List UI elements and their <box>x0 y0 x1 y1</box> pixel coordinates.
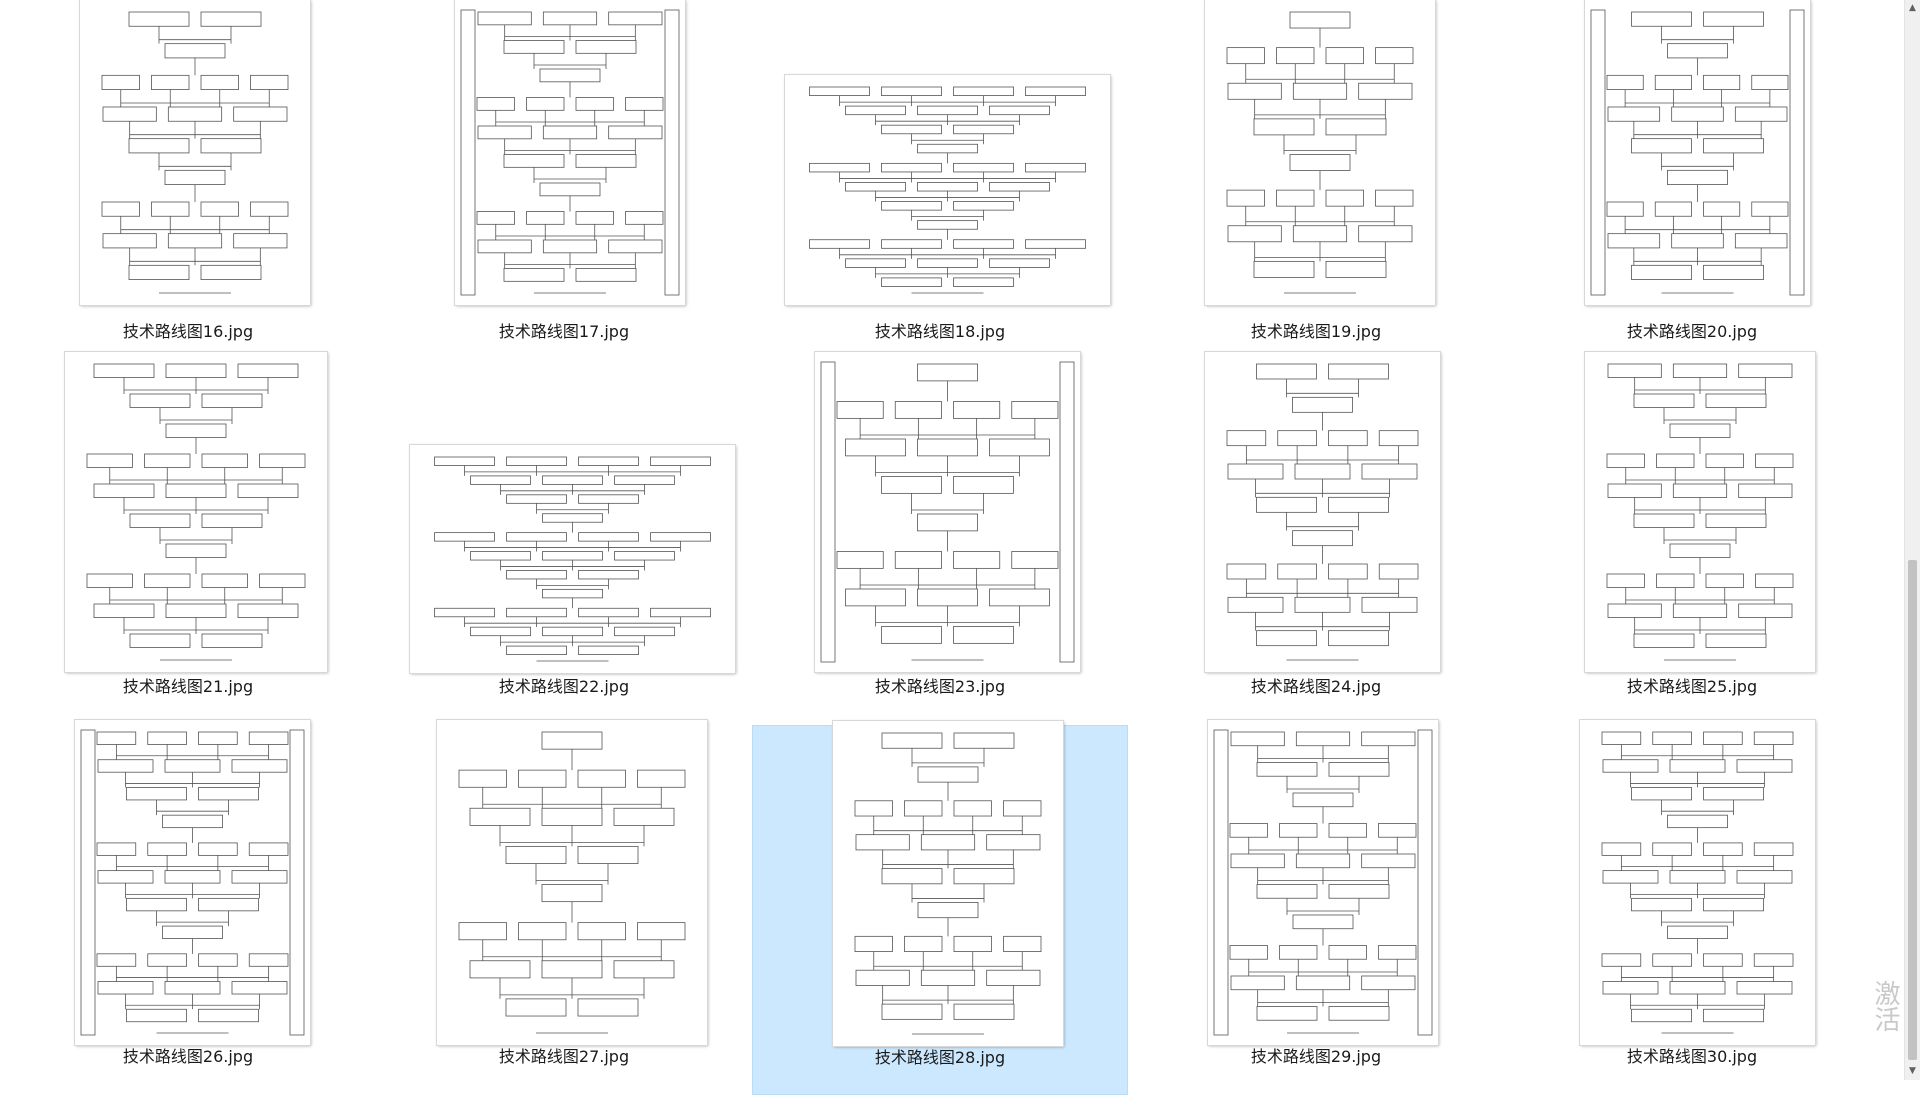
file-tile[interactable]: 技术路线图21.jpg <box>0 351 376 725</box>
file-name-label[interactable]: 技术路线图20.jpg <box>1626 322 1758 341</box>
diagram-preview <box>1590 9 1805 296</box>
diagram-preview <box>1601 731 1794 1034</box>
image-thumbnail[interactable] <box>1579 719 1816 1046</box>
image-thumbnail[interactable] <box>64 351 328 673</box>
diagram-preview <box>1226 363 1419 661</box>
image-thumbnail[interactable] <box>1204 0 1436 306</box>
file-name-label[interactable]: 技术路线图24.jpg <box>1250 677 1382 696</box>
diagram-preview <box>434 456 711 662</box>
image-thumbnail[interactable] <box>79 0 311 306</box>
thumbnail-area <box>0 719 376 1046</box>
thumbnail-area <box>1504 0 1880 312</box>
file-tile[interactable]: 技术路线图20.jpg <box>1504 0 1880 370</box>
diagram-preview <box>80 729 305 1036</box>
file-name-label[interactable]: 技术路线图23.jpg <box>874 677 1006 696</box>
file-name-label[interactable]: 技术路线图25.jpg <box>1626 677 1758 696</box>
thumbnail-area <box>1504 351 1880 673</box>
image-thumbnail[interactable] <box>784 74 1111 306</box>
diagram-preview <box>86 363 306 661</box>
file-name-label[interactable]: 技术路线图22.jpg <box>498 677 630 696</box>
file-tile[interactable]: 技术路线图16.jpg <box>0 0 376 370</box>
file-name-label[interactable]: 技术路线图18.jpg <box>874 322 1006 341</box>
image-thumbnail[interactable] <box>1207 719 1439 1046</box>
image-thumbnail[interactable] <box>74 719 311 1046</box>
scrollbar-thumb[interactable] <box>1908 560 1917 1060</box>
file-tile[interactable]: 技术路线图30.jpg <box>1504 719 1880 1095</box>
file-name-label[interactable]: 技术路线图19.jpg <box>1250 322 1382 341</box>
thumbnail-area <box>1128 351 1504 673</box>
diagram-preview <box>1226 11 1414 294</box>
image-thumbnail[interactable] <box>1584 351 1816 673</box>
file-tile[interactable]: 技术路线图29.jpg <box>1128 719 1504 1095</box>
thumbnail-area <box>0 0 376 312</box>
file-name-label[interactable]: 技术路线图21.jpg <box>122 677 254 696</box>
image-thumbnail[interactable] <box>1204 351 1441 673</box>
image-thumbnail[interactable] <box>832 720 1064 1047</box>
file-name-label[interactable]: 技术路线图27.jpg <box>498 1047 630 1066</box>
file-tile[interactable]: 技术路线图17.jpg <box>376 0 752 370</box>
diagram-preview <box>101 11 289 294</box>
thumbnail-area <box>753 720 1127 1047</box>
chevron-down-icon[interactable]: ▼ <box>1909 1066 1916 1076</box>
diagram-preview <box>458 731 686 1034</box>
file-tile[interactable]: 技术路线图24.jpg <box>1128 351 1504 725</box>
image-thumbnail[interactable] <box>409 444 736 674</box>
file-thumbnail-grid: 技术路线图16.jpg 技术路线图17.jpg 技术路线图18.jpg 技术路线图19… <box>0 0 1880 1095</box>
file-tile[interactable]: 技术路线图22.jpg <box>376 355 752 725</box>
thumbnail-area <box>752 351 1128 673</box>
thumbnail-area <box>376 355 752 674</box>
thumbnail-area <box>752 0 1128 312</box>
thumbnail-area <box>1128 0 1504 312</box>
file-tile[interactable]: 技术路线图26.jpg <box>0 719 376 1095</box>
file-tile[interactable]: 技术路线图25.jpg <box>1504 351 1880 725</box>
file-tile[interactable]: 技术路线图18.jpg <box>752 0 1128 370</box>
image-thumbnail[interactable] <box>454 0 686 306</box>
file-name-label[interactable]: 技术路线图29.jpg <box>1250 1047 1382 1066</box>
thumbnail-area <box>1128 719 1504 1046</box>
thumbnail-area <box>376 719 752 1046</box>
thumbnail-area <box>1504 719 1880 1046</box>
file-name-label[interactable]: 技术路线图30.jpg <box>1626 1047 1758 1066</box>
diagram-preview <box>854 732 1042 1035</box>
file-name-label[interactable]: 技术路线图28.jpg <box>874 1048 1006 1067</box>
diagram-preview <box>460 9 680 296</box>
file-name-label[interactable]: 技术路线图16.jpg <box>122 322 254 341</box>
image-thumbnail[interactable] <box>1584 0 1811 306</box>
thumbnail-area <box>376 0 752 312</box>
activation-watermark: 激活 <box>1870 980 1900 1032</box>
diagram-preview <box>820 361 1075 663</box>
diagram-preview <box>1213 729 1433 1036</box>
image-thumbnail[interactable] <box>814 351 1081 673</box>
file-tile[interactable]: 技术路线图19.jpg <box>1128 0 1504 370</box>
file-tile[interactable]: 技术路线图23.jpg <box>752 351 1128 725</box>
diagram-preview <box>809 86 1086 294</box>
vertical-scrollbar[interactable]: ▲ ▼ <box>1904 0 1920 1080</box>
file-name-label[interactable]: 技术路线图17.jpg <box>498 322 630 341</box>
chevron-up-icon[interactable]: ▲ <box>1909 3 1916 13</box>
image-thumbnail[interactable] <box>436 719 708 1046</box>
file-tile[interactable]: 技术路线图28.jpg <box>752 720 1128 1095</box>
thumbnail-area <box>0 351 376 673</box>
file-tile[interactable]: 技术路线图27.jpg <box>376 719 752 1095</box>
file-name-label[interactable]: 技术路线图26.jpg <box>122 1047 254 1066</box>
diagram-preview <box>1606 363 1794 661</box>
